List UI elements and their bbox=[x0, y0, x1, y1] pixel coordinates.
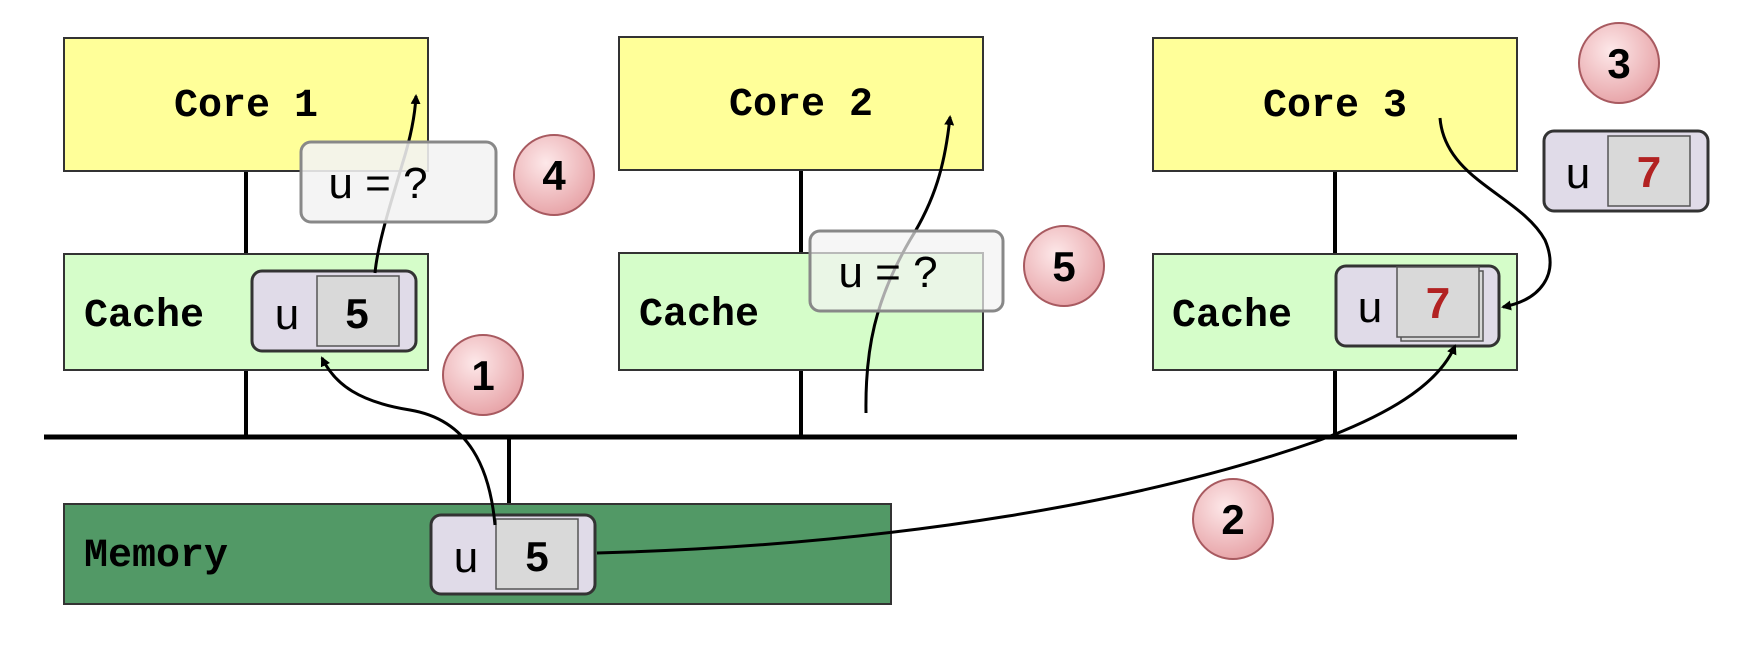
core-1-label: Core 1 bbox=[174, 84, 318, 129]
step-5-label: 5 bbox=[1052, 243, 1075, 290]
step-marker-4: 4 bbox=[513, 134, 595, 216]
arrow-step-3 bbox=[1438, 117, 1552, 311]
core-1: Core 1 bbox=[63, 37, 429, 172]
step-marker-1: 1 bbox=[442, 334, 524, 416]
memory-var-name: u bbox=[454, 533, 478, 582]
core-2-label: Core 2 bbox=[729, 83, 873, 128]
core-1-read-box: u = ? bbox=[299, 140, 498, 224]
step-4-label: 4 bbox=[542, 152, 566, 199]
connector-lines bbox=[244, 170, 1337, 504]
core-3-write-var-name: u bbox=[1566, 149, 1590, 198]
cache-1-var-value: 5 bbox=[345, 290, 368, 337]
core-1-read-text: u = ? bbox=[328, 159, 427, 208]
cache-3-var-value: 7 bbox=[1426, 279, 1450, 328]
cache-2-label: Cache bbox=[639, 293, 759, 338]
step-3-label: 3 bbox=[1607, 40, 1630, 87]
memory-label: Memory bbox=[84, 534, 228, 579]
core-3-write-box: u 7 bbox=[1542, 129, 1710, 213]
arrow-step-2 bbox=[596, 344, 1457, 555]
cache-1-var-name: u bbox=[275, 290, 299, 339]
core-2: Core 2 bbox=[618, 36, 984, 171]
step-marker-3: 3 bbox=[1578, 22, 1660, 104]
cache-1-label: Cache bbox=[84, 294, 204, 339]
step-2-label: 2 bbox=[1221, 496, 1244, 543]
core-3-label: Core 3 bbox=[1263, 84, 1407, 129]
cache-3-var-name: u bbox=[1358, 283, 1382, 332]
memory-value-box: u 5 bbox=[429, 513, 597, 596]
core-3-write-var-value: 7 bbox=[1637, 148, 1661, 197]
core-2-read-box: u = ? bbox=[808, 229, 1005, 313]
core-2-read-text: u = ? bbox=[838, 248, 937, 297]
core-3: Core 3 bbox=[1152, 37, 1518, 172]
step-1-label: 1 bbox=[471, 352, 494, 399]
cache-3-value-box: u 7 bbox=[1334, 264, 1501, 348]
step-marker-2: 2 bbox=[1192, 478, 1274, 560]
arrow-step-1 bbox=[320, 356, 497, 526]
cache-3-label: Cache bbox=[1172, 294, 1292, 339]
step-marker-5: 5 bbox=[1023, 225, 1105, 307]
memory-var-value: 5 bbox=[525, 533, 548, 580]
cache-1-value-box: u 5 bbox=[250, 269, 418, 353]
